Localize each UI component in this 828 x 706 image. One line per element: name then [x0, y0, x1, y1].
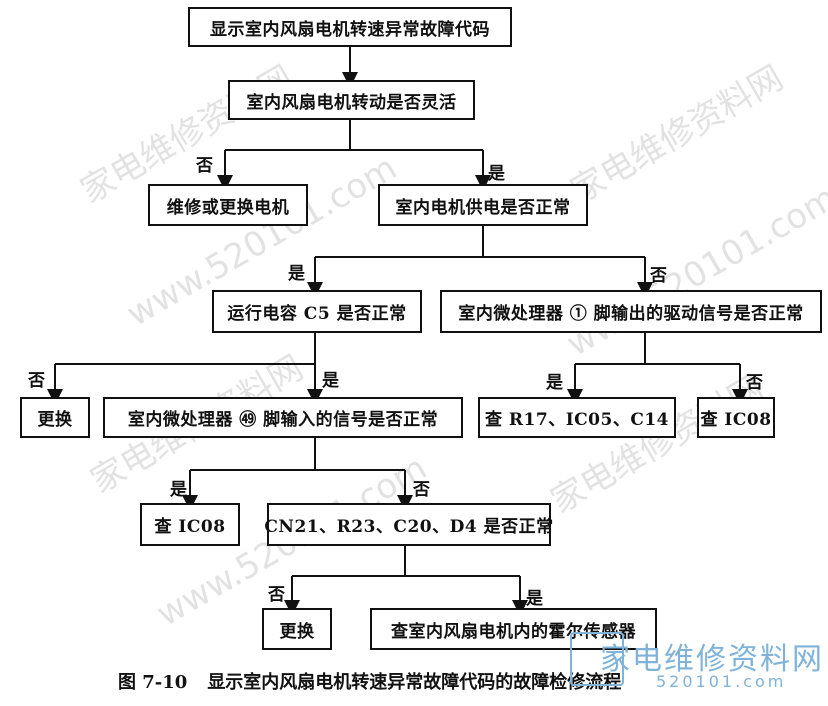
branch-label-yes: 是: [526, 589, 543, 609]
node-mcu-pin53-input-check: 室内微处理器 ㊾ 脚输入的信号是否正常: [103, 397, 463, 438]
node-fault-code-display: 显示室内风扇电机转速异常故障代码: [188, 7, 512, 47]
node-capacitor-c5-check: 运行电容 C5 是否正常: [212, 290, 422, 333]
branch-label-no: 否: [650, 266, 667, 286]
branch-label-no: 否: [268, 585, 285, 605]
branch-label-yes: 是: [170, 480, 187, 500]
branch-label-no: 否: [196, 156, 213, 176]
branch-label-no: 否: [746, 373, 763, 393]
figure-title: 显示室内风扇电机转速异常故障代码的故障检修流程: [207, 672, 622, 693]
node-check-ic08-right: 查 IC08: [697, 397, 775, 438]
branch-label-yes: 是: [546, 373, 563, 393]
branch-label-yes: 是: [488, 164, 505, 184]
branch-label-yes: 是: [322, 371, 339, 391]
node-replace: 更换: [20, 397, 90, 438]
node-repair-or-replace-motor: 维修或更换电机: [148, 184, 308, 226]
watermark-logo: 家电维修资料网 520101.com: [570, 632, 822, 692]
branch-label-no: 否: [413, 480, 430, 500]
figure-caption: 图 7-10 显示室内风扇电机转速异常故障代码的故障检修流程: [118, 668, 641, 694]
logo-text: 家电维修资料网: [600, 642, 824, 677]
node-check-r17-ic05-c14: 查 R17、IC05、C14: [478, 397, 676, 438]
figure-number: 图 7-10: [118, 672, 188, 693]
node-replace-bottom: 更换: [262, 608, 332, 650]
branch-label-no: 否: [28, 371, 45, 391]
node-check-ic08: 查 IC08: [140, 503, 240, 546]
logo-frame-icon: [570, 632, 624, 686]
node-mcu-pin1-output-check: 室内微处理器 ① 脚输出的驱动信号是否正常: [440, 290, 822, 333]
node-motor-rotation-check: 室内风扇电机转动是否灵活: [228, 80, 475, 120]
node-check-hall-sensor: 查室内风扇电机内的霍尔传感器: [370, 608, 657, 650]
node-cn21-r23-c20-d4-check: CN21、R23、C20、D4 是否正常: [264, 503, 553, 546]
branch-label-yes: 是: [288, 264, 305, 284]
logo-url: 520101.com: [656, 672, 787, 691]
node-motor-power-check: 室内电机供电是否正常: [378, 184, 588, 226]
